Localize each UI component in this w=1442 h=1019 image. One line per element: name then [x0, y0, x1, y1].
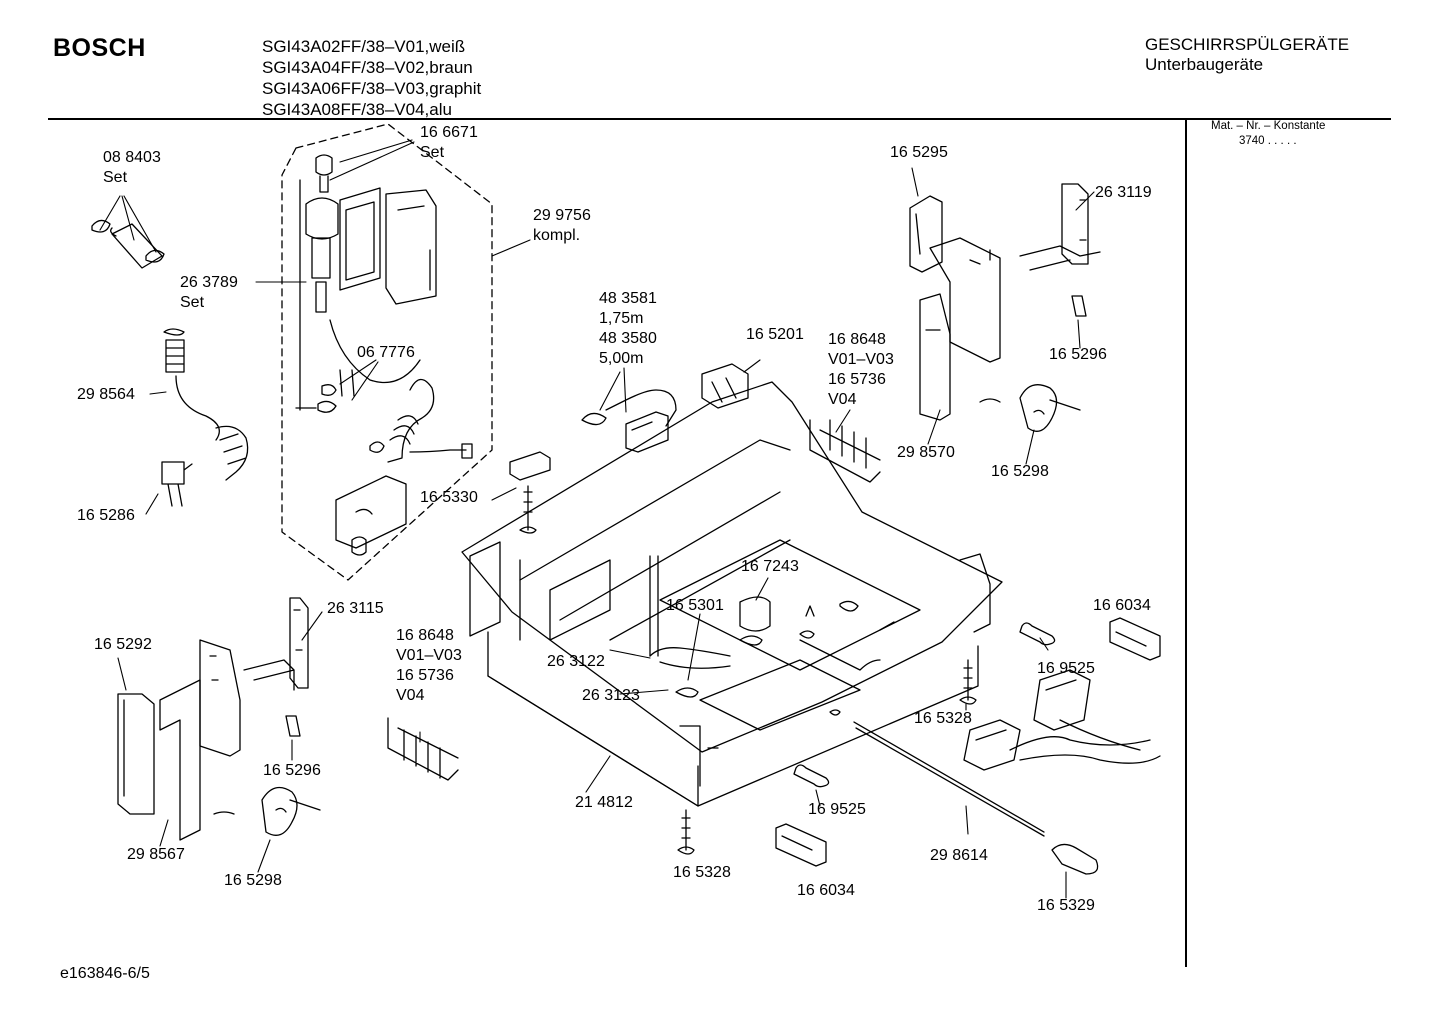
model-line: SGI43A06FF/38–V03,graphit [262, 79, 482, 98]
part-label: 26 3119 [1095, 184, 1152, 201]
category-subtitle: Unterbaugeräte [1145, 55, 1264, 74]
brand-logo: BOSCH [53, 34, 146, 62]
part-label: 26 3123 [582, 687, 640, 704]
part-label: 16 5328 [914, 710, 972, 727]
part-label: 29 8570 [897, 444, 955, 461]
category-block: GESCHIRRSPÜLGERÄTE Unterbaugeräte [1145, 35, 1349, 75]
part-label: 26 3115 [327, 600, 384, 617]
part-label: 29 8564 [77, 386, 135, 403]
material-number-panel: Mat. – Nr. – Konstante 3740 . . . . . [1211, 119, 1325, 149]
model-list: SGI43A02FF/38–V01,weiß SGI43A04FF/38–V02… [262, 36, 481, 120]
leader-lines [99, 139, 1095, 899]
part-label: 16 5328 [673, 864, 731, 881]
hose-clamps-drawing [91, 219, 249, 507]
material-heading: Mat. – Nr. – Konstante [1211, 120, 1326, 132]
part-label: 16 5201 [746, 326, 804, 343]
model-line: SGI43A08FF/38–V04,alu [262, 100, 452, 119]
cable-harness-drawing [509, 363, 749, 669]
part-label: 16 7243 [741, 558, 799, 575]
part-label: 16 5298 [224, 872, 282, 889]
right-brackets-drawing [809, 183, 1101, 483]
part-label: 16 9525 [1037, 660, 1095, 677]
part-label: 26 3122 [547, 653, 605, 670]
part-label: 21 4812 [575, 794, 633, 811]
part-label: 16 5329 [1037, 897, 1095, 914]
part-label: 06 7776 [357, 344, 415, 361]
right-connectors-drawing [677, 617, 1161, 875]
part-label: 16 5292 [94, 636, 152, 653]
kit-boundary-dashed [281, 123, 493, 581]
document-code: e163846-6/5 [60, 965, 150, 982]
part-label: 16 5286 [77, 507, 135, 524]
part-label: 16 5330 [420, 489, 478, 506]
base-tub-drawing [461, 381, 1003, 807]
part-label: 16 6034 [1093, 597, 1151, 614]
model-line: SGI43A04FF/38–V02,braun [262, 58, 473, 77]
part-label: 16 9525 [808, 801, 866, 818]
part-label: 16 5301 [666, 597, 724, 614]
header-divider [48, 118, 1391, 120]
inlet-valve-drawing [295, 154, 473, 556]
category-title: GESCHIRRSPÜLGERÄTE [1145, 35, 1350, 54]
part-label: 16 5296 [1049, 346, 1107, 363]
model-line: SGI43A02FF/38–V01,weiß [262, 37, 466, 56]
material-value: 3740 . . . . . [1239, 135, 1297, 147]
side-divider [1185, 118, 1187, 967]
part-label: 16 5298 [991, 463, 1049, 480]
part-label: 16 5296 [263, 762, 321, 779]
part-label: 16 6034 [797, 882, 855, 899]
part-label: 29 8614 [930, 847, 988, 864]
part-label: 29 8567 [127, 846, 185, 863]
part-label: 16 5295 [890, 144, 948, 161]
left-brackets-drawing [117, 597, 459, 841]
